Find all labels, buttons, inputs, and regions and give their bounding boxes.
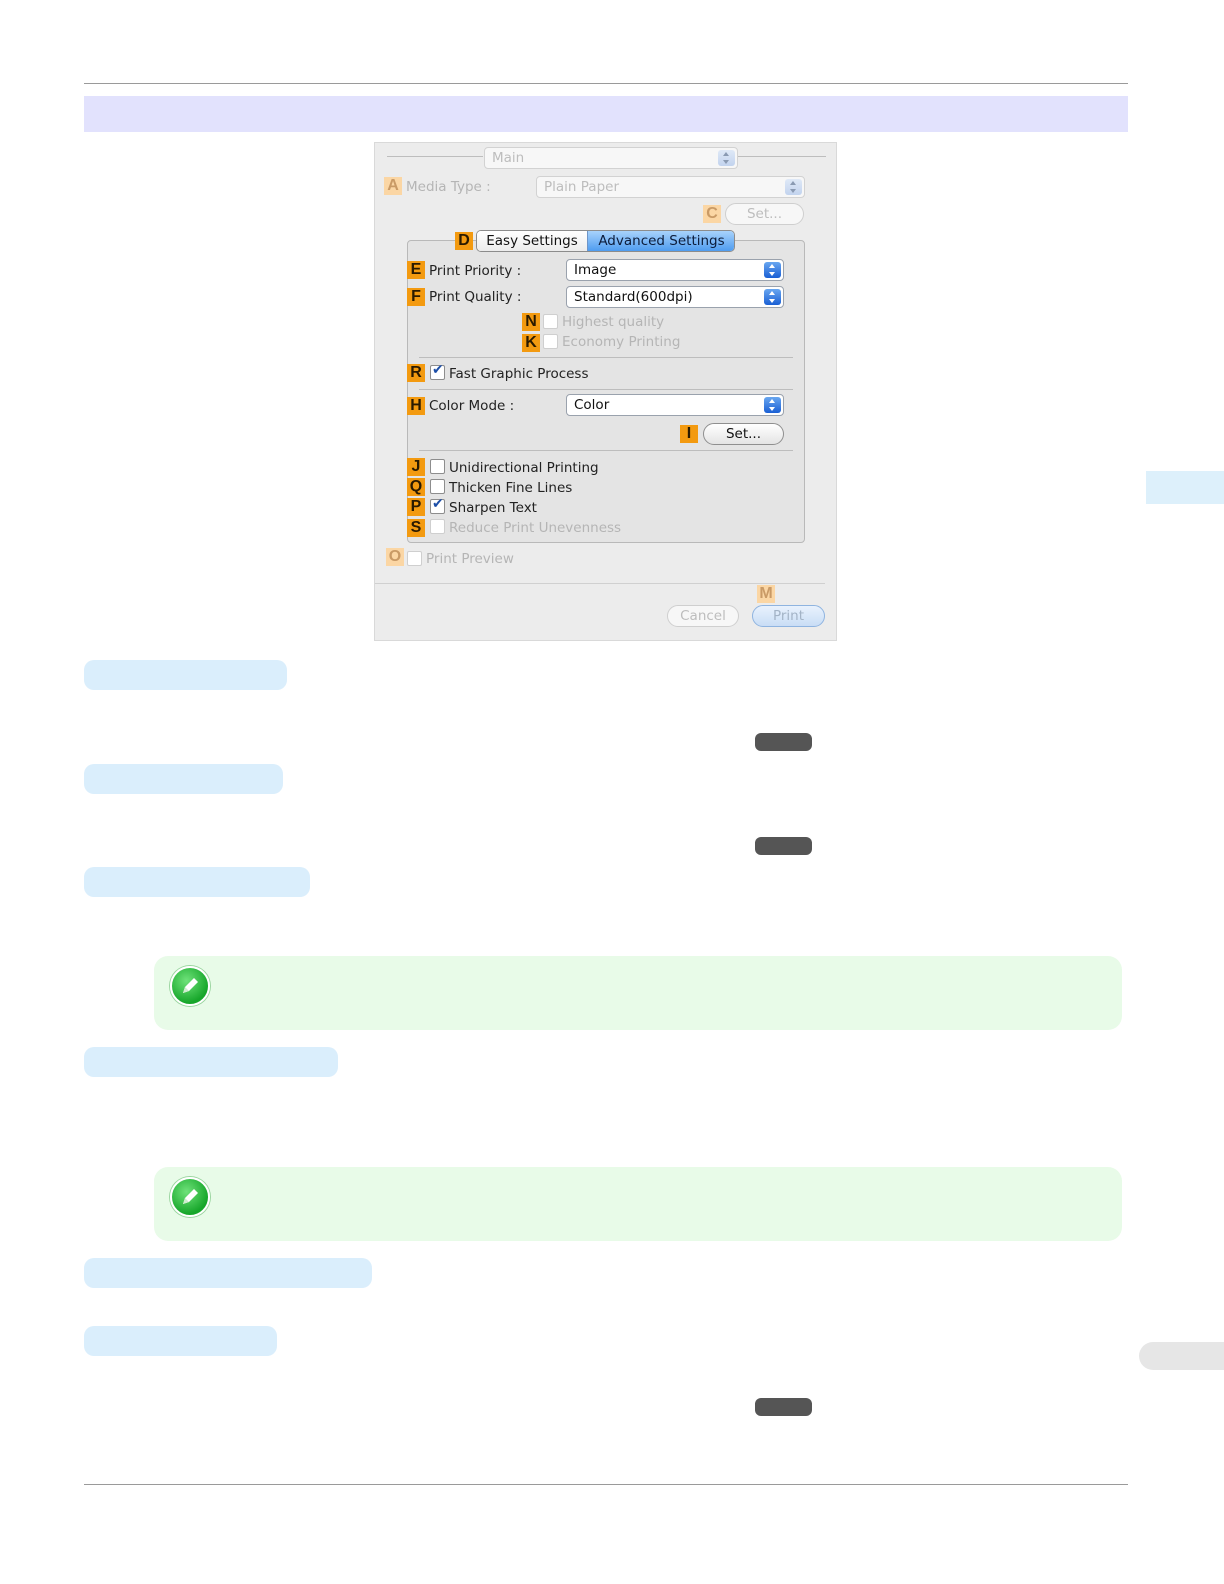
note-box-2 bbox=[154, 1167, 1122, 1241]
sharpen-checkbox[interactable] bbox=[430, 496, 445, 514]
fast-graphic-label: Fast Graphic Process bbox=[449, 366, 589, 382]
panel-popup-value: Main bbox=[492, 150, 525, 166]
popup-arrows-icon bbox=[764, 262, 781, 278]
popup-arrows-icon bbox=[718, 150, 735, 166]
sharpen-label: Sharpen Text bbox=[449, 500, 537, 516]
separator-3 bbox=[419, 450, 793, 451]
badge-k: K bbox=[522, 334, 540, 352]
badge-e: E bbox=[407, 261, 425, 279]
highest-quality-label: Highest quality bbox=[562, 314, 665, 330]
popup-arrows-icon bbox=[785, 179, 802, 195]
thicken-label: Thicken Fine Lines bbox=[449, 480, 573, 496]
badge-n: N bbox=[522, 313, 540, 331]
cancel-button[interactable]: Cancel bbox=[667, 605, 739, 627]
badge-j: J bbox=[407, 458, 425, 476]
separator-2 bbox=[419, 389, 793, 390]
top-separator-right bbox=[738, 156, 826, 157]
badge-o: O bbox=[386, 548, 404, 566]
color-mode-popup[interactable]: Color bbox=[566, 394, 784, 416]
fast-graphic-checkbox[interactable] bbox=[430, 362, 445, 380]
reduce-unevenness-checkbox[interactable] bbox=[430, 519, 445, 534]
section-pill-2 bbox=[84, 764, 283, 794]
top-rule bbox=[84, 83, 1128, 84]
top-separator-left bbox=[387, 156, 483, 157]
economy-printing-checkbox[interactable] bbox=[543, 334, 558, 349]
color-set-button[interactable]: Set... bbox=[703, 423, 784, 445]
print-priority-label: Print Priority : bbox=[429, 263, 522, 279]
section-pill-4 bbox=[84, 1047, 338, 1077]
reduce-unevenness-label: Reduce Print Unevenness bbox=[449, 520, 622, 536]
economy-printing-label: Economy Printing bbox=[562, 334, 681, 350]
badge-s: S bbox=[407, 519, 425, 537]
badge-h: H bbox=[407, 397, 425, 415]
key-button-2 bbox=[755, 837, 812, 855]
media-type-popup[interactable]: Plain Paper bbox=[536, 176, 805, 198]
note-box-1 bbox=[154, 956, 1122, 1030]
settings-tab-control: Easy Settings Advanced Settings bbox=[476, 230, 735, 252]
media-type-value: Plain Paper bbox=[544, 179, 619, 195]
badge-a: A bbox=[384, 177, 402, 195]
section-pill-1 bbox=[84, 660, 287, 690]
print-priority-value: Image bbox=[574, 262, 617, 278]
note-pencil-icon bbox=[170, 966, 210, 1006]
badge-i: I bbox=[680, 425, 698, 443]
side-tab-highlight[interactable] bbox=[1146, 471, 1224, 504]
print-preview-checkbox[interactable] bbox=[407, 551, 422, 566]
note-pencil-icon bbox=[170, 1177, 210, 1217]
highest-quality-checkbox[interactable] bbox=[543, 314, 558, 329]
print-button[interactable]: Print bbox=[752, 605, 825, 627]
bottom-rule bbox=[84, 1484, 1128, 1485]
section-pill-6 bbox=[84, 1326, 277, 1356]
media-type-label: Media Type : bbox=[406, 179, 491, 195]
panel-popup[interactable]: Main bbox=[484, 147, 738, 169]
media-set-button[interactable]: Set... bbox=[725, 203, 804, 225]
print-quality-popup[interactable]: Standard(600dpi) bbox=[566, 286, 784, 308]
thicken-checkbox[interactable] bbox=[430, 479, 445, 494]
section-title-band bbox=[84, 96, 1128, 132]
tab-easy-settings[interactable]: Easy Settings bbox=[477, 231, 587, 251]
badge-c: C bbox=[703, 205, 721, 223]
section-pill-3 bbox=[84, 867, 310, 897]
unidirectional-checkbox[interactable] bbox=[430, 459, 445, 474]
bottom-separator bbox=[375, 583, 825, 584]
unidirectional-label: Unidirectional Printing bbox=[449, 460, 599, 476]
print-dialog: Main A Media Type : Plain Paper C Set...… bbox=[374, 142, 837, 641]
separator-1 bbox=[419, 357, 793, 358]
badge-p: P bbox=[407, 498, 425, 516]
popup-arrows-icon bbox=[764, 289, 781, 305]
color-mode-label: Color Mode : bbox=[429, 398, 515, 414]
print-preview-label: Print Preview bbox=[426, 551, 514, 567]
print-quality-value: Standard(600dpi) bbox=[574, 289, 693, 305]
badge-r: R bbox=[407, 364, 425, 382]
print-priority-popup[interactable]: Image bbox=[566, 259, 784, 281]
tab-advanced-settings[interactable]: Advanced Settings bbox=[587, 231, 734, 251]
key-button-3 bbox=[755, 1398, 812, 1416]
badge-q: Q bbox=[407, 478, 425, 496]
badge-d: D bbox=[455, 232, 473, 250]
badge-m: M bbox=[757, 585, 775, 603]
side-tab-gray[interactable] bbox=[1139, 1342, 1224, 1370]
color-mode-value: Color bbox=[574, 397, 610, 413]
key-button-1 bbox=[755, 733, 812, 751]
popup-arrows-icon bbox=[764, 397, 781, 413]
print-quality-label: Print Quality : bbox=[429, 289, 522, 305]
badge-f: F bbox=[407, 288, 425, 306]
section-pill-5 bbox=[84, 1258, 372, 1288]
